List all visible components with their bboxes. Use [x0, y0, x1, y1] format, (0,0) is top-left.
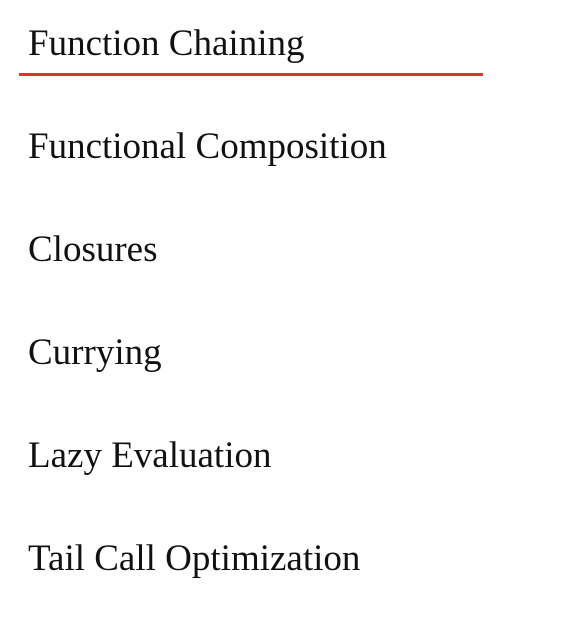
menu-item-tail-call-optimization[interactable]: Tail Call Optimization — [28, 537, 360, 581]
menu-item-closures[interactable]: Closures — [28, 228, 158, 272]
menu-item-currying[interactable]: Currying — [28, 331, 162, 375]
menu-item-lazy-evaluation[interactable]: Lazy Evaluation — [28, 434, 271, 478]
menu-item-label: Currying — [28, 332, 162, 373]
menu-item-label: Functional Composition — [28, 126, 387, 167]
menu-item-function-chaining[interactable]: Function Chaining — [28, 22, 304, 66]
menu-item-label: Lazy Evaluation — [28, 435, 272, 476]
active-item-underline — [19, 73, 483, 76]
menu-item-functional-composition[interactable]: Functional Composition — [28, 125, 387, 169]
menu-item-label: Tail Call Optimization — [28, 538, 361, 579]
menu-item-label: Function Chaining — [28, 23, 305, 64]
menu-item-label: Closures — [28, 229, 158, 270]
